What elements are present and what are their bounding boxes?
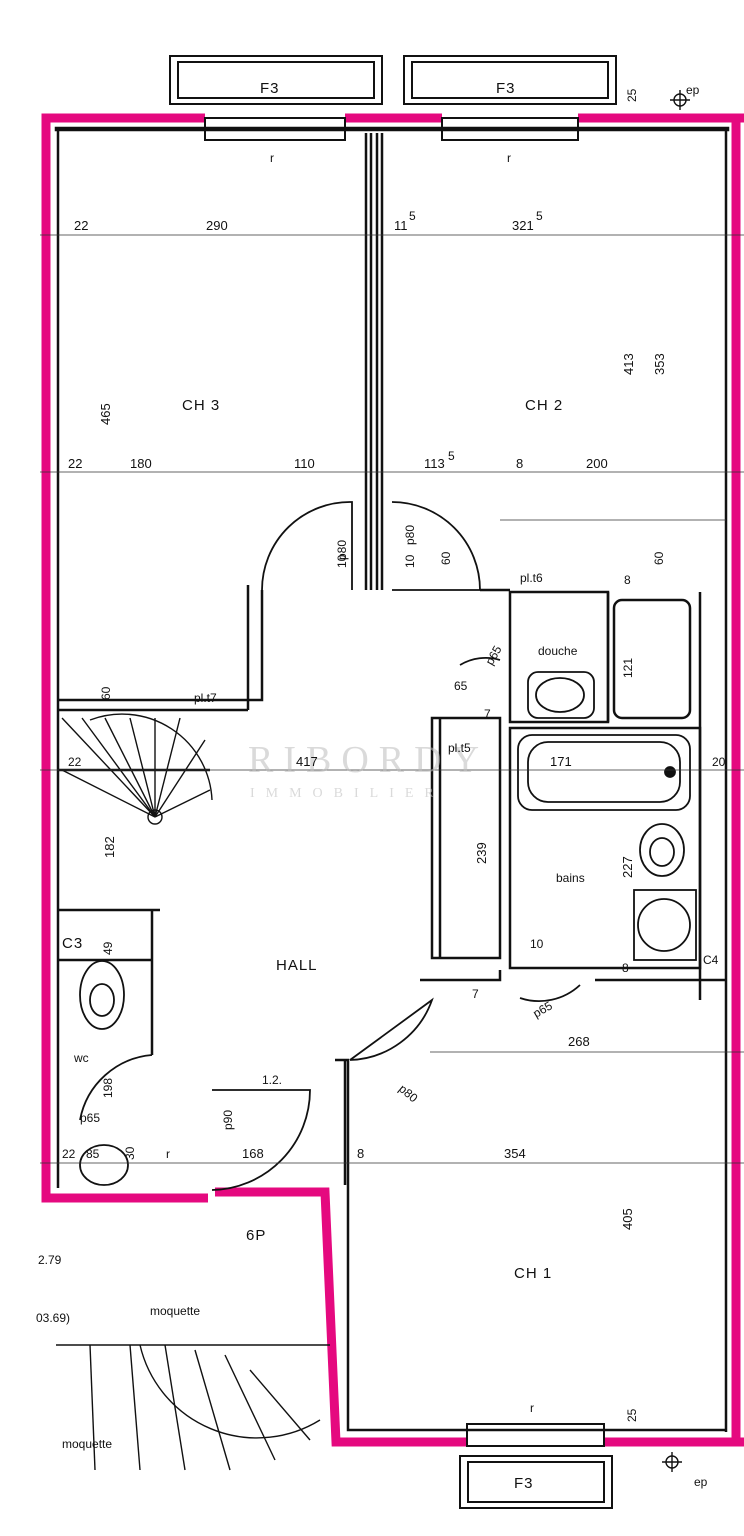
room-ch3: CH 3 bbox=[182, 397, 220, 414]
label-r: r bbox=[166, 1147, 170, 1161]
dim-65: 65 bbox=[454, 679, 468, 693]
dim-121: 121 bbox=[621, 658, 635, 678]
dim-20: 20 bbox=[712, 755, 726, 769]
level-marker-icon bbox=[662, 90, 690, 1472]
door-p65: p65 bbox=[482, 643, 504, 668]
room-c3: C3 bbox=[62, 935, 83, 952]
dim-353: 353 bbox=[652, 353, 667, 375]
dim-417: 417 bbox=[296, 754, 318, 769]
door-p65: p65 bbox=[80, 1111, 100, 1125]
dim-25: 25 bbox=[625, 1408, 639, 1422]
dim-321-5-sup: 5 bbox=[536, 209, 543, 223]
room-c4: C4 bbox=[703, 953, 719, 967]
room-hall: HALL bbox=[276, 957, 318, 974]
dim-10: 10 bbox=[335, 554, 349, 568]
label-pl-t7: pl.t7 bbox=[194, 691, 217, 705]
dim-10: 10 bbox=[403, 554, 417, 568]
dim-354: 354 bbox=[504, 1146, 526, 1161]
dim-8: 8 bbox=[622, 961, 629, 975]
dim-85: 85 bbox=[86, 1147, 100, 1161]
dim-113-5: 113 bbox=[424, 456, 445, 471]
room-bains: bains bbox=[556, 871, 585, 885]
dim-22: 22 bbox=[74, 218, 88, 233]
label-area-279: 2.79 bbox=[38, 1253, 62, 1267]
dim-60: 60 bbox=[439, 551, 453, 565]
room-douche: douche bbox=[538, 644, 578, 658]
dim-321-5: 321 bbox=[512, 218, 534, 233]
dim-60: 60 bbox=[652, 551, 666, 565]
dim-405: 405 bbox=[620, 1208, 635, 1230]
dim-113-5-sup: 5 bbox=[448, 449, 455, 463]
dim-110: 110 bbox=[294, 456, 315, 471]
room-ch1: CH 1 bbox=[514, 1265, 552, 1282]
dim-290: 290 bbox=[206, 218, 228, 233]
window-f3-label: F3 bbox=[514, 1475, 534, 1492]
label-hall-marker: 1.2. bbox=[262, 1073, 282, 1087]
dim-465: 465 bbox=[98, 403, 113, 425]
label-r: r bbox=[270, 151, 274, 165]
watermark-line1: RIBORDY bbox=[248, 739, 489, 781]
label-pl-t5: pl.t5 bbox=[448, 741, 471, 755]
dim-268: 268 bbox=[568, 1034, 590, 1049]
dim-30: 30 bbox=[123, 1146, 137, 1160]
dim-11-5: 11 bbox=[394, 218, 408, 233]
label-area-369: 03.69) bbox=[36, 1311, 70, 1325]
window-f3-label: F3 bbox=[260, 80, 280, 97]
dim-7: 7 bbox=[472, 987, 479, 1001]
exterior-outline bbox=[41, 113, 744, 1447]
watermark-line2: IMMOBILIER bbox=[250, 786, 445, 801]
door-p80: p80 bbox=[335, 540, 349, 560]
door-p80: p80 bbox=[403, 525, 417, 545]
dim-22: 22 bbox=[68, 755, 82, 769]
dim-168: 168 bbox=[242, 1146, 264, 1161]
dim-60: 60 bbox=[99, 686, 113, 700]
dim-227: 227 bbox=[620, 856, 635, 878]
label-ep: ep bbox=[686, 83, 700, 97]
label-r: r bbox=[507, 151, 511, 165]
dim-200: 200 bbox=[586, 456, 608, 471]
door-p90: p90 bbox=[221, 1110, 235, 1130]
dim-22: 22 bbox=[62, 1147, 76, 1161]
dim-8: 8 bbox=[516, 456, 523, 471]
dimension-lines bbox=[40, 234, 744, 1164]
watermark: RIBORDY IMMOBILIER bbox=[248, 739, 489, 801]
dim-10: 10 bbox=[530, 937, 544, 951]
dim-11-5-sup: 5 bbox=[409, 209, 416, 223]
room-wc: wc bbox=[73, 1051, 89, 1065]
dim-171: 171 bbox=[550, 754, 572, 769]
dim-7: 7 bbox=[484, 707, 491, 721]
walls bbox=[54, 126, 730, 1432]
door-p80: p80 bbox=[396, 1082, 421, 1106]
label-moquette: moquette bbox=[62, 1437, 112, 1451]
dim-239: 239 bbox=[474, 842, 489, 864]
room-ch2: CH 2 bbox=[525, 397, 563, 414]
dim-49: 49 bbox=[101, 941, 115, 955]
dim-413: 413 bbox=[621, 353, 636, 375]
dim-22: 22 bbox=[68, 456, 82, 471]
dim-25: 25 bbox=[625, 88, 639, 102]
dim-198: 198 bbox=[101, 1078, 115, 1098]
door-swings bbox=[79, 501, 581, 1191]
window-f3-label: F3 bbox=[496, 80, 516, 97]
dim-8: 8 bbox=[624, 573, 631, 587]
stairs bbox=[56, 713, 330, 1471]
fixtures bbox=[79, 671, 697, 1186]
dim-182: 182 bbox=[102, 836, 117, 858]
label-pl-t6: pl.t6 bbox=[520, 571, 543, 585]
label-r: r bbox=[530, 1401, 534, 1415]
dim-8: 8 bbox=[357, 1146, 364, 1161]
room-6p: 6P bbox=[246, 1227, 266, 1244]
label-moquette: moquette bbox=[150, 1304, 200, 1318]
windows bbox=[169, 55, 617, 1509]
dim-180: 180 bbox=[130, 456, 152, 471]
label-ep: ep bbox=[694, 1475, 708, 1489]
